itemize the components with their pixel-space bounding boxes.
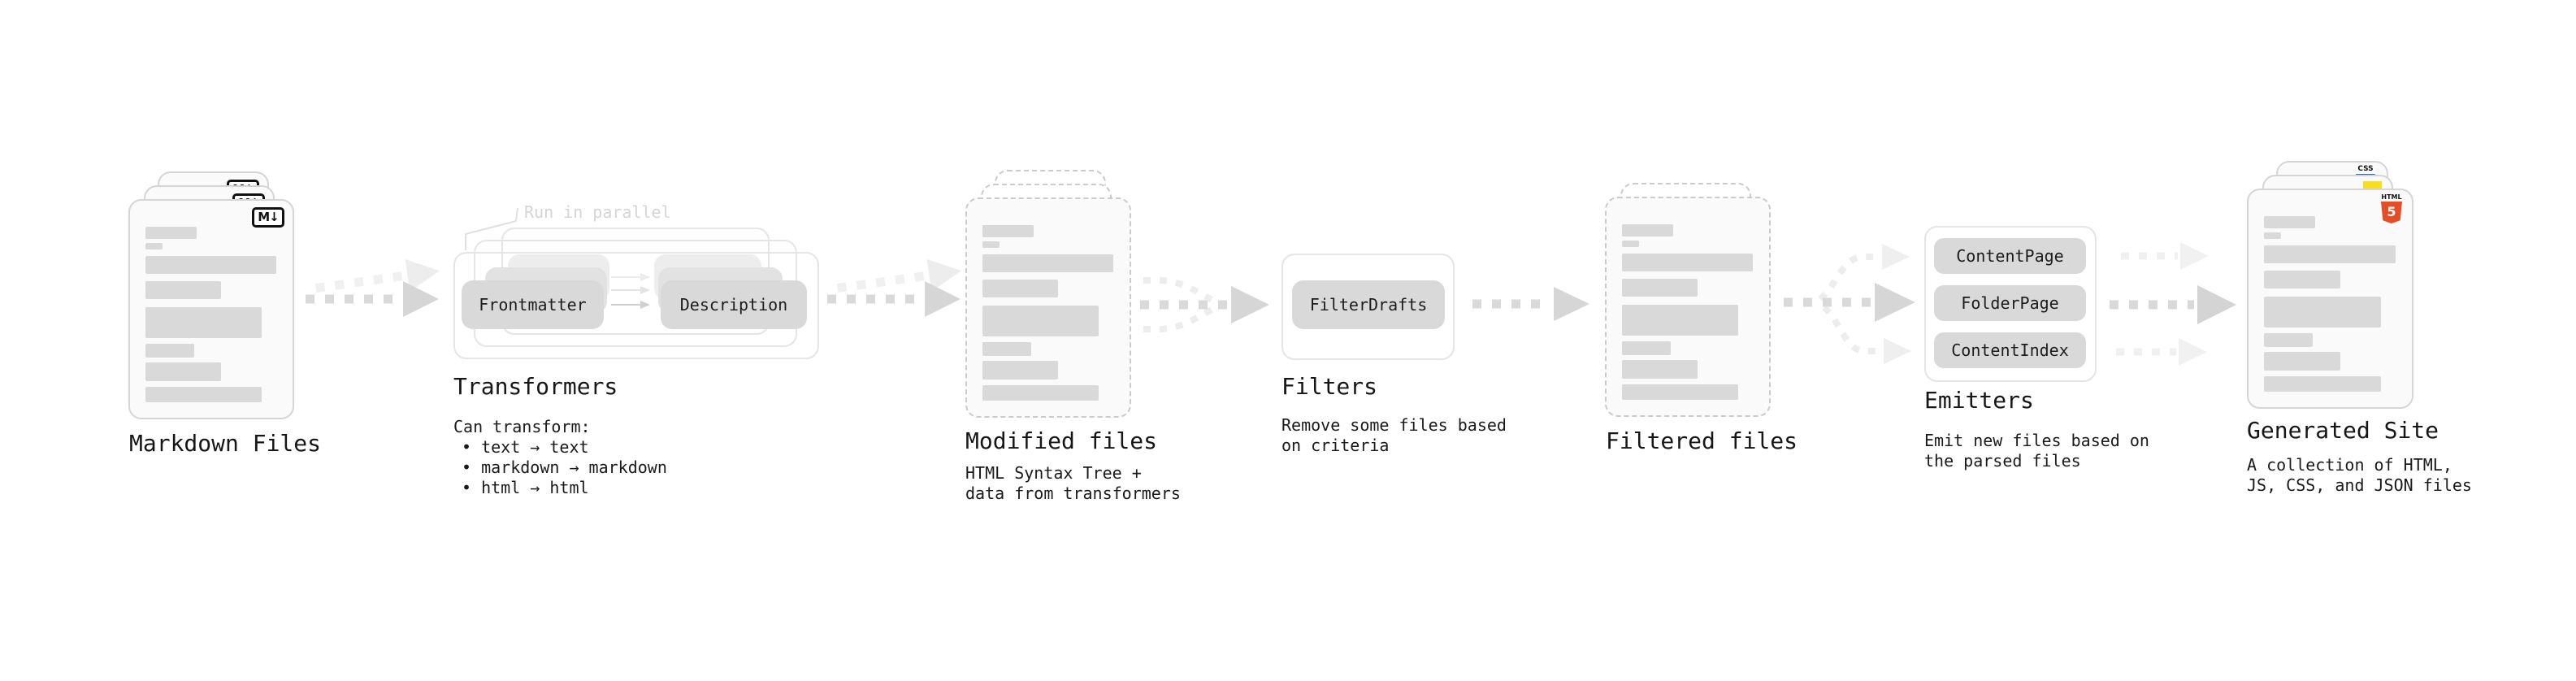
filters-desc-line: Remove some files based bbox=[1281, 415, 1507, 435]
transformers-bullet: • markdown → markdown bbox=[462, 458, 667, 477]
transformers-frame-front bbox=[453, 252, 819, 359]
emitters-desc-line: the parsed files bbox=[1924, 451, 2081, 471]
transformers-title: Transformers bbox=[453, 373, 618, 400]
filterdrafts-pill: FilterDrafts bbox=[1292, 280, 1445, 329]
folderpage-pill: FolderPage bbox=[1934, 285, 2086, 321]
skeleton-bar bbox=[982, 241, 1000, 248]
markdown-file-card-front: M↓ bbox=[128, 199, 294, 419]
skeleton-bar bbox=[145, 307, 262, 338]
generated-site-description: A collection of HTML, JS, CSS, and JSON … bbox=[2247, 455, 2472, 496]
filters-description: Remove some files based on criteria bbox=[1281, 415, 1507, 456]
skeleton-bar bbox=[145, 256, 276, 274]
markdown-files-title: Markdown Files bbox=[129, 430, 322, 457]
parallel-arrows-icon bbox=[611, 273, 650, 309]
filters-title: Filters bbox=[1281, 373, 1378, 400]
skeleton-bar bbox=[1622, 305, 1739, 336]
generated-file-card-front: HTML 5 bbox=[2247, 189, 2413, 409]
skeleton-bar bbox=[2264, 245, 2396, 263]
run-in-parallel-note: Run in parallel bbox=[524, 202, 671, 222]
skeleton-bar bbox=[145, 344, 194, 358]
transformers-bullet: • text → text bbox=[462, 437, 589, 457]
skeleton-bar bbox=[2264, 297, 2382, 327]
flow-arrow-modified-to-filters bbox=[1140, 277, 1269, 332]
flow-arrow-transformers-to-modified bbox=[827, 258, 962, 317]
contentpage-pill: ContentPage bbox=[1934, 238, 2086, 274]
callout-line bbox=[465, 207, 518, 250]
generated-desc-line: A collection of HTML, bbox=[2247, 455, 2452, 475]
skeleton-bar bbox=[1622, 384, 1739, 400]
skeleton-bar bbox=[2264, 376, 2382, 392]
markdown-icon: M↓ bbox=[252, 207, 284, 228]
skeleton-bar bbox=[145, 281, 222, 299]
filtered-files-title: Filtered files bbox=[1606, 427, 1798, 454]
modified-desc-line: data from transformers bbox=[965, 484, 1181, 503]
skeleton-bar bbox=[1622, 224, 1673, 236]
document-text-skeleton bbox=[145, 227, 276, 402]
skeleton-bar bbox=[145, 243, 163, 249]
generated-site-title: Generated Site bbox=[2247, 417, 2439, 444]
modified-files-title: Modified files bbox=[965, 427, 1158, 454]
skeleton-bar bbox=[1622, 341, 1671, 355]
skeleton-bar bbox=[2264, 216, 2316, 228]
document-text-skeleton bbox=[2264, 216, 2396, 392]
generated-desc-line: JS, CSS, and JSON files bbox=[2247, 475, 2472, 495]
filtered-file-card-front bbox=[1605, 197, 1771, 417]
filters-frame bbox=[1281, 254, 1455, 360]
filters-desc-line: on criteria bbox=[1281, 436, 1390, 455]
skeleton-bar bbox=[982, 361, 1059, 380]
document-text-skeleton bbox=[1622, 224, 1753, 400]
skeleton-bar bbox=[982, 254, 1113, 272]
skeleton-bar bbox=[982, 342, 1031, 356]
document-text-skeleton bbox=[982, 225, 1113, 401]
skeleton-bar bbox=[1622, 360, 1698, 379]
skeleton-bar bbox=[145, 387, 262, 402]
modified-files-description: HTML Syntax Tree + data from transformer… bbox=[965, 463, 1181, 504]
modified-file-card-front bbox=[965, 197, 1131, 418]
emitters-desc-line: Emit new files based on bbox=[1924, 431, 2149, 450]
description-pill: Description bbox=[661, 280, 807, 329]
skeleton-bar bbox=[145, 362, 222, 381]
skeleton-bar bbox=[982, 225, 1034, 237]
skeleton-bar bbox=[2264, 232, 2282, 239]
html5-icon: HTML 5 bbox=[2381, 193, 2402, 223]
skeleton-bar bbox=[1622, 254, 1753, 271]
frontmatter-pill: Frontmatter bbox=[462, 280, 604, 329]
emitters-frame bbox=[1924, 226, 2097, 382]
flow-arrow-markdown-to-transformers bbox=[306, 258, 440, 317]
skeleton-bar bbox=[2264, 271, 2340, 288]
modified-desc-line: HTML Syntax Tree + bbox=[965, 463, 1142, 483]
flow-arrow-filters-to-filtered bbox=[1472, 287, 1589, 321]
contentindex-pill: ContentIndex bbox=[1934, 332, 2086, 368]
skeleton-bar bbox=[1622, 241, 1639, 247]
skeleton-bar bbox=[145, 227, 197, 239]
transformers-bullet: • html → html bbox=[462, 478, 589, 497]
skeleton-bar bbox=[2264, 352, 2340, 371]
skeleton-bar bbox=[982, 280, 1059, 297]
skeleton-bar bbox=[1622, 279, 1698, 297]
emitters-title: Emitters bbox=[1924, 387, 2034, 414]
skeleton-bar bbox=[2264, 333, 2313, 347]
transformers-desc-line: Can transform: bbox=[453, 417, 591, 436]
flow-arrow-filtered-to-emitters bbox=[1784, 244, 1915, 364]
emitters-description: Emit new files based on the parsed files bbox=[1924, 431, 2149, 471]
transformers-description: Can transform: • text → text • markdown … bbox=[453, 417, 667, 498]
flow-arrow-emitters-to-site bbox=[2110, 242, 2236, 366]
skeleton-bar bbox=[982, 306, 1099, 336]
skeleton-bar bbox=[982, 385, 1099, 401]
